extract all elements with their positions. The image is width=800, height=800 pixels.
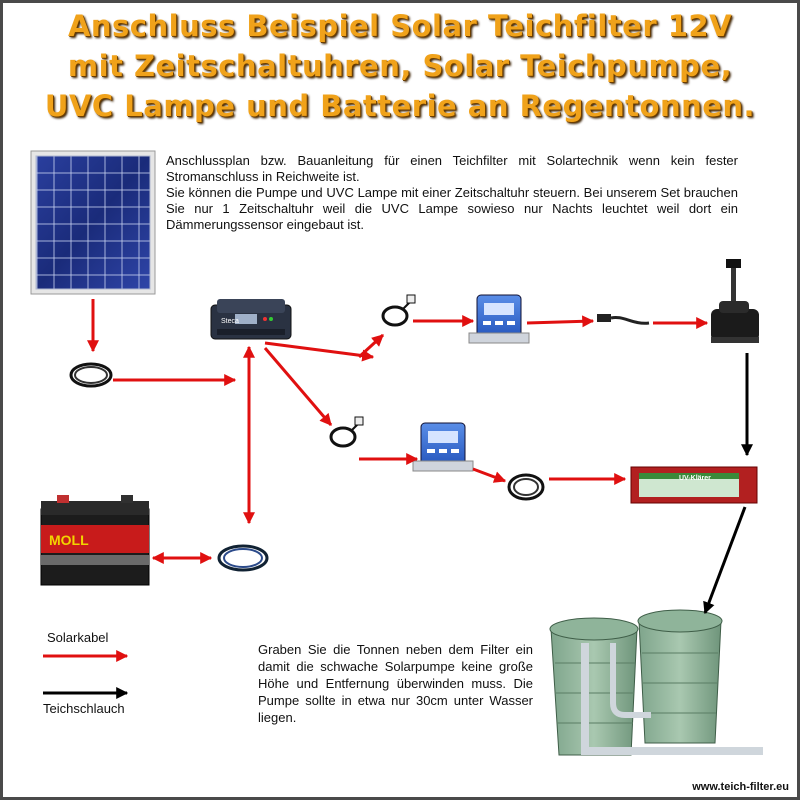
- arrow-timer-to-uvc-coil: [472, 467, 507, 483]
- cable-coil-bottom-timer: [329, 416, 364, 448]
- legend-pond-hose-label: Teichschlauch: [43, 701, 125, 716]
- timer-switch-uvc: [412, 422, 474, 472]
- title-line-3: UVC Lampe und Batterie an Regentonnen.: [44, 89, 756, 123]
- timer-switch-pump: [468, 294, 530, 344]
- title-line-1: Anschluss Beispiel Solar Teichfilter 12V: [67, 9, 733, 43]
- title-line-2: mit Zeitschaltuhren, Solar Teichpumpe,: [67, 49, 733, 83]
- rain-barrels: [549, 609, 763, 756]
- arrow-uvc-to-barrels: [703, 506, 747, 615]
- battery: MOLL: [40, 495, 150, 586]
- pond-pump: [711, 259, 759, 343]
- pond-hose-arrows: [703, 353, 753, 615]
- controller-brand-label: Steca: [221, 318, 239, 325]
- wiring-diagram: Steca MOLL: [30, 150, 763, 756]
- uvc-lamp: UV-Klärer: [630, 466, 758, 504]
- plug-connector: [597, 314, 650, 325]
- installation-tip: Graben Sie die Tonnen neben dem Filter e…: [258, 642, 533, 725]
- intro-paragraph-1: Anschlussplan bzw. Bauanleitung für eine…: [166, 153, 738, 184]
- arrow-to-coil-top: [357, 333, 385, 359]
- website-link[interactable]: www.teich-filter.eu: [692, 781, 789, 793]
- intro-text: Anschlussplan bzw. Bauanleitung für eine…: [166, 153, 738, 233]
- arrow-timer-to-plug: [526, 315, 595, 328]
- cable-coil-solar: [69, 362, 113, 388]
- arrow-controller-to-coil-top: [264, 341, 375, 362]
- cable-coil-top-timer: [381, 294, 416, 327]
- solar-panel: [30, 150, 156, 295]
- uvc-label: UV-Klärer: [679, 475, 711, 482]
- charge-controller: Steca: [210, 299, 292, 340]
- legend-solar-cable-label: Solarkabel: [47, 630, 109, 645]
- solar-cable-arrows: [87, 299, 709, 564]
- arrow-controller-to-coil-bottom: [263, 347, 333, 426]
- intro-paragraph-2: Sie können die Pumpe und UVC Lampe mit e…: [166, 185, 738, 232]
- cable-coil-uvc: [507, 473, 545, 501]
- battery-brand-label: MOLL: [49, 532, 89, 548]
- cable-coil-battery: [217, 544, 269, 572]
